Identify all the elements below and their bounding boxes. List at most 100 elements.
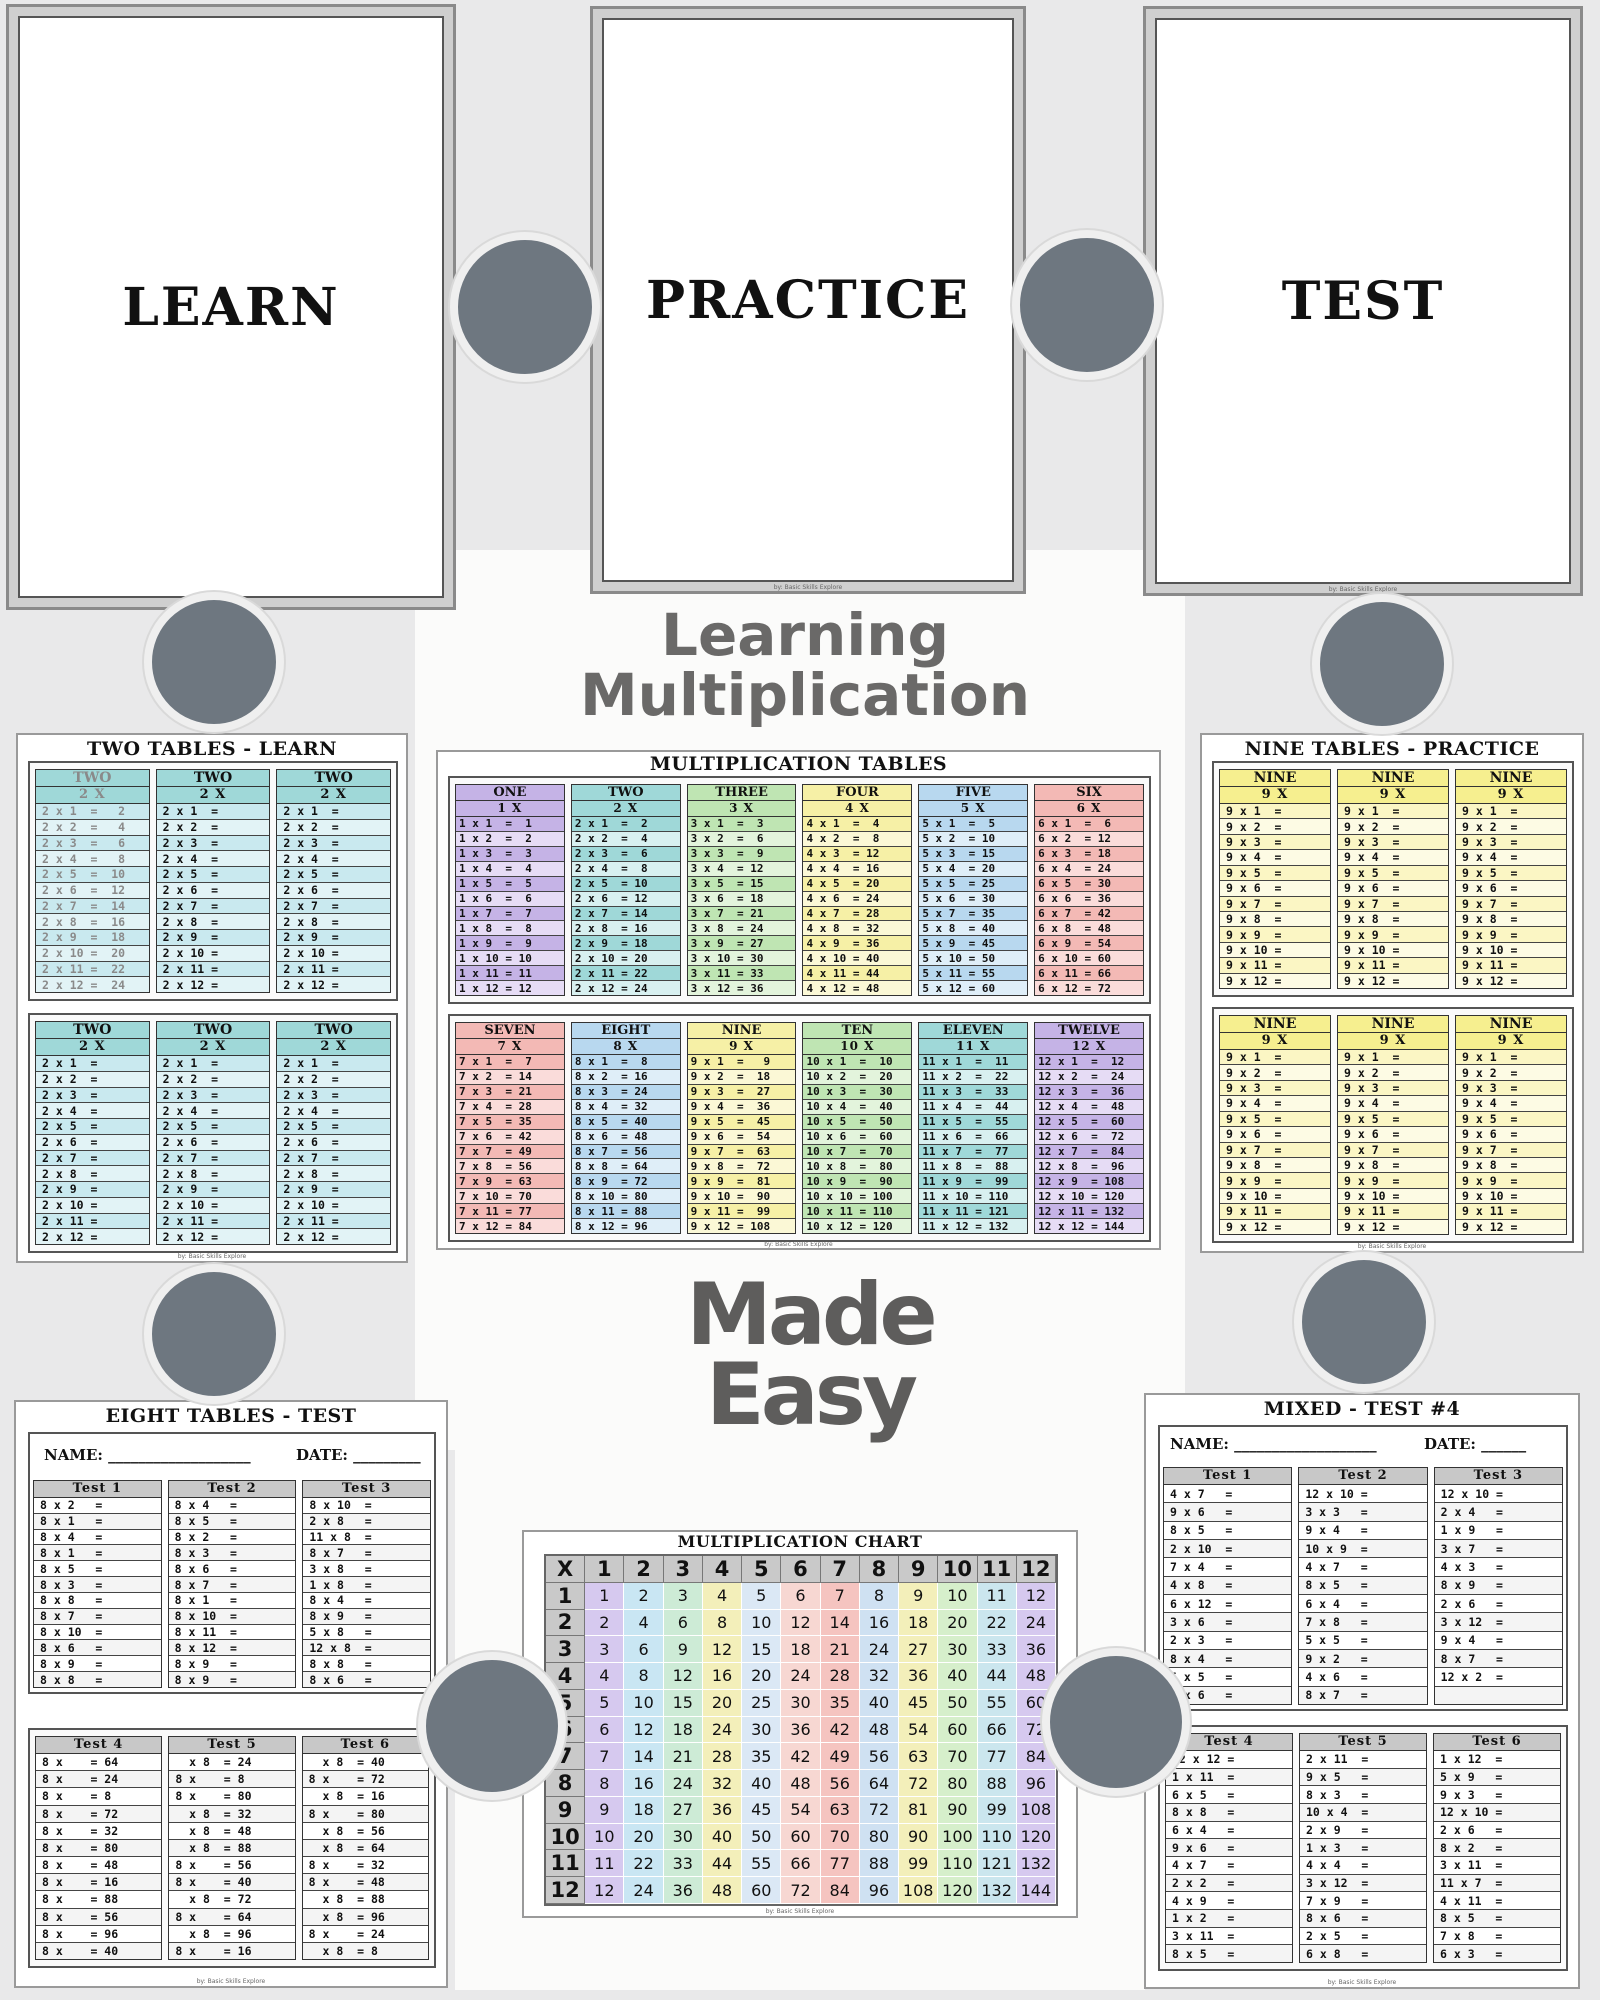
table-row[interactable]: x 8 = 16 [302,1788,428,1806]
table-row[interactable]: 2 x 10 = [277,1197,391,1214]
table-row[interactable]: 2 x 11 = [36,1213,149,1230]
table-row[interactable]: 8 x 7 = [34,1608,161,1625]
table-row[interactable]: 9 x 5 = [1456,865,1566,882]
table-row[interactable]: x 8 = 96 [302,1908,428,1926]
table-row[interactable]: 2 x 3 = [156,1087,270,1104]
table-row[interactable]: 8 x 9 = [303,1608,431,1625]
table-row[interactable]: 9 x 8 = [1338,911,1448,928]
table-row[interactable]: 4 x 11 = [1434,1892,1560,1911]
table-row[interactable]: 9 x 6 = [1456,881,1566,897]
table-row[interactable]: 9 x 11 = [1456,958,1566,974]
table-row[interactable]: 4 x 9 = [1166,1892,1292,1911]
table-row[interactable]: 7 x 8 = [1434,1927,1560,1946]
table-row[interactable]: 9 x 3 = [1338,1080,1448,1097]
table-row[interactable]: 5 x 5 = [1164,1668,1292,1687]
table-row[interactable]: 9 x 1 = [1220,1050,1330,1066]
table-row[interactable]: 2 x 7 = [277,1150,391,1167]
table-row[interactable]: 8 x 3 = [1300,1786,1426,1805]
table-row[interactable]: 5 x 5 = [1299,1631,1427,1650]
table-row[interactable]: 8 x 5 = [1164,1521,1292,1540]
table-row[interactable]: 8 x = 56 [36,1908,162,1926]
table-row[interactable]: 3 x 12 = [1434,1613,1562,1632]
table-row[interactable]: 9 x 6 = [1164,1503,1292,1522]
table-row[interactable]: 9 x 1 = [1220,804,1330,820]
table-row[interactable]: 4 x 7 = [1166,1857,1292,1875]
table-row[interactable]: 8 x 9 = [168,1672,296,1687]
table-row[interactable]: 9 x 2 = [1220,1065,1330,1081]
table-row[interactable]: 6 x 5 = [1166,1786,1292,1805]
table-row[interactable]: x 8 = 48 [169,1822,295,1840]
table-row[interactable]: 9 x 5 = [1456,1111,1566,1128]
table-row[interactable]: 2 x 9 = [156,930,270,946]
table-row[interactable]: 11 x 7 = [1434,1874,1560,1893]
table-row[interactable]: 9 x 2 = [1299,1649,1427,1669]
table-row[interactable]: 4 x 7 = [1164,1485,1292,1504]
table-row[interactable]: 2 x 2 = [1166,1874,1292,1893]
table-row[interactable]: 9 x 2 = [1338,1065,1448,1081]
table-row[interactable]: 8 x = 40 [36,1942,162,1960]
table-row[interactable]: 9 x 4 = [1220,1096,1330,1112]
table-row[interactable]: 2 x 2 = [277,819,391,836]
table-row[interactable]: 8 x 5 = [34,1561,161,1578]
table-row[interactable]: 2 x 8 = [303,1513,431,1530]
table-row[interactable]: 9 x 9 = [1456,927,1566,943]
table-row[interactable]: 9 x 7 = [1338,896,1448,912]
table-row[interactable]: 8 x 3 = [34,1577,161,1593]
table-row[interactable]: x 8 = 8 [302,1942,428,1960]
table-row[interactable]: 9 x 4 = [1456,850,1566,866]
table-row[interactable]: 8 x 5 = [1166,1945,1292,1963]
table-row[interactable]: 4 x 6 = [1299,1668,1427,1687]
table-row[interactable]: 9 x 4 = [1220,850,1330,866]
table-row[interactable]: 12 x 2 = [1434,1668,1562,1687]
table-row[interactable]: 3 x 8 = [303,1561,431,1578]
table-row[interactable]: 8 x = 80 [36,1839,162,1858]
table-row[interactable]: 8 x 9 = [1434,1576,1562,1595]
table-row[interactable]: 2 x 6 = [36,1134,149,1151]
table-row[interactable]: 9 x 3 = [1338,834,1448,851]
table-row[interactable]: 8 x = 64 [36,1754,162,1772]
table-row[interactable]: x 8 = 72 [169,1891,295,1909]
table-row[interactable]: 1 x 12 = [1434,1751,1560,1769]
table-row[interactable]: 8 x 3 = [168,1545,296,1562]
table-row[interactable]: 8 x 5 = [1299,1576,1427,1595]
table-row[interactable]: 2 x 12 = [277,1229,391,1244]
table-row[interactable]: 6 x 3 = [1434,1945,1560,1963]
table-row[interactable]: 8 x 9 = [34,1656,161,1673]
table-row[interactable]: 2 x 3 = [1164,1631,1292,1650]
table-row[interactable]: 5 x 8 = [303,1624,431,1641]
table-row[interactable]: 9 x 3 = [1220,1080,1330,1097]
table-row[interactable]: 2 x 10 = [156,1197,270,1214]
table-row[interactable]: 8 x = 88 [36,1891,162,1909]
table-row[interactable]: 2 x 1 = [277,804,391,820]
table-row[interactable]: 8 x 9 = [168,1656,296,1673]
table-row[interactable]: 2 x 2 = [36,1071,149,1088]
table-row[interactable]: 8 x 1 = [34,1545,161,1562]
table-row[interactable]: 2 x 3 = [277,1087,391,1104]
table-row[interactable]: 8 x 6 = [34,1640,161,1657]
table-row[interactable]: 9 x 2 = [1456,819,1566,835]
table-row[interactable]: 2 x 6 = [1434,1821,1560,1840]
table-row[interactable]: 9 x 4 = [1338,1096,1448,1112]
table-row[interactable]: 2 x 1 = [36,1056,149,1072]
table-row[interactable]: 9 x 11 = [1338,958,1448,974]
table-row[interactable]: 9 x 2 = [1220,819,1330,835]
table-row[interactable]: 2 x 2 = [156,1071,270,1088]
table-row[interactable]: 9 x 4 = [1456,1096,1566,1112]
table-row[interactable]: 3 x 6 = [1164,1613,1292,1632]
table-row[interactable]: 2 x 3 = [277,835,391,852]
table-row[interactable]: 7 x 8 = [1299,1613,1427,1632]
table-row[interactable]: 9 x 1 = [1338,804,1448,820]
table-row[interactable]: 2 x 7 = [277,898,391,915]
table-row[interactable]: 2 x 8 = [156,1166,270,1182]
table-row[interactable]: x 8 = 96 [169,1925,295,1943]
table-row[interactable]: 9 x 6 = [1166,1839,1292,1858]
table-row[interactable]: 2 x 6 = [277,1134,391,1151]
table-row[interactable]: 2 x 1 = [156,1056,270,1072]
table-row[interactable]: 2 x 11 = [277,1213,391,1230]
table-row[interactable]: 2 x 5 = [36,1119,149,1135]
date-label[interactable]: DATE: ______ [1424,1435,1527,1453]
table-row[interactable]: 2 x 10 = [277,945,391,962]
table-row[interactable]: 2 x 9 = [156,1182,270,1198]
table-row[interactable]: 9 x 3 = [1434,1786,1560,1805]
table-row[interactable]: 3 x 7 = [1434,1539,1562,1559]
